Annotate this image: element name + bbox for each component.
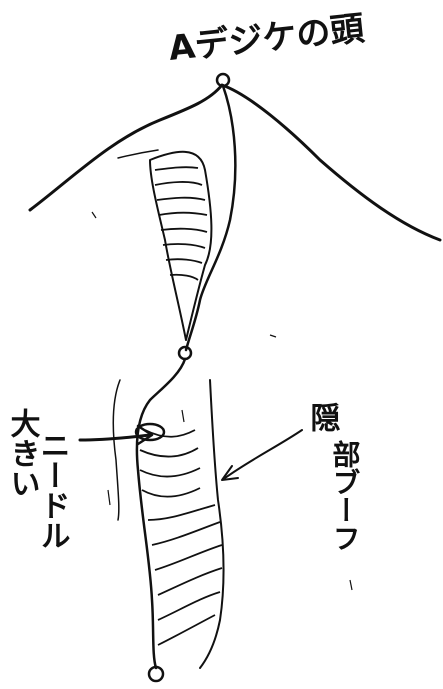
big-chimney-label-line2: ニードル [35, 430, 70, 550]
mid-marker [179, 347, 191, 359]
upper-shade-line [118, 150, 158, 158]
upper-couloir-hatching [155, 167, 207, 280]
upper-couloir-outline [150, 152, 211, 340]
chimney-right-edge [200, 380, 224, 668]
summit-label: Aデジケの頭 [167, 9, 367, 69]
hidden-route-label-line2: 部ブーフ [329, 440, 362, 552]
hidden-route-arrowhead [222, 466, 238, 480]
hidden-route-arrow [225, 430, 302, 478]
hidden-route-label-line1: 隠 [305, 402, 340, 432]
lower-route [137, 359, 185, 668]
chimney-left-edge [113, 380, 120, 520]
